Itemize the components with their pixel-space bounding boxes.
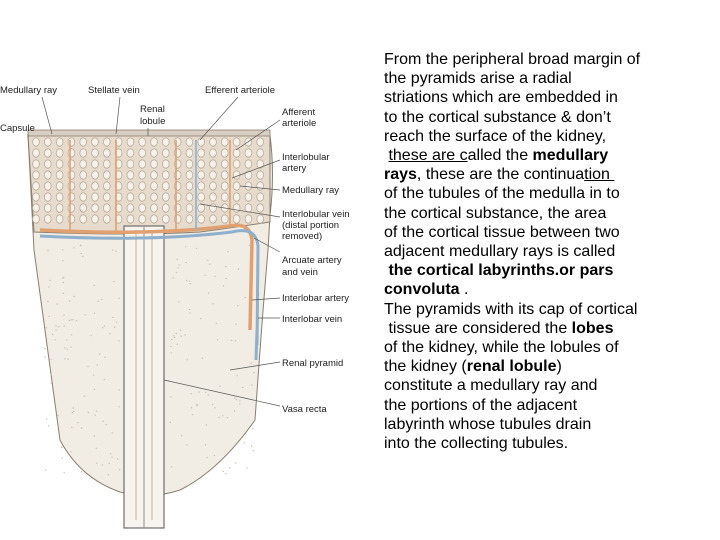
text-line: of the tubules of the medulla in to xyxy=(384,185,620,203)
text-segment-underlined: these are c xyxy=(388,147,468,165)
text-line: these are called the medullary xyxy=(384,146,714,165)
text-segment-underlined: tion xyxy=(584,166,615,184)
text-line: constitute a medullary ray and xyxy=(384,377,598,395)
diagram-labels: Medullary ray Stellate vein Efferent art… xyxy=(0,85,350,415)
text-line: reach the surface of the kidney, xyxy=(384,127,607,145)
text-segment: alled the xyxy=(467,147,533,165)
text-line: the portions of the adjacent xyxy=(384,396,578,414)
text-line: to the cortical substance & don’t xyxy=(384,108,611,126)
text-line: From the peripheral broad margin of xyxy=(384,51,641,68)
term-rays: rays xyxy=(384,166,417,184)
interlobar-vein xyxy=(254,329,259,361)
cortical-tubules xyxy=(32,137,265,224)
label-afferent-2: arteriole xyxy=(282,118,316,129)
label-renal-lobule-2: lobule xyxy=(140,116,165,127)
interlobular-vessels xyxy=(69,140,231,234)
term-renal-lobule: renal lobule xyxy=(466,358,557,376)
text-line: of the kidney, while the lobules of xyxy=(384,339,619,357)
label-renal-pyramid: Renal pyramid xyxy=(282,358,343,369)
text-segment: . xyxy=(459,281,469,299)
text-segment: ) xyxy=(556,358,562,376)
text-segment: tissue are considered the xyxy=(384,319,572,337)
description-text: From the peripheral broad margin of the … xyxy=(384,50,714,453)
text-line: convoluta . xyxy=(384,280,714,299)
label-arcuate-1: Arcuate artery xyxy=(282,255,342,266)
paragraph-medullary-rays: From the peripheral broad margin of the … xyxy=(384,50,714,300)
label-medullary-ray-right: Medullary ray xyxy=(282,185,339,196)
kidney-cortex-diagram: Medullary ray Stellate vein Efferent art… xyxy=(0,85,350,529)
text-line: the kidney (renal lobule) xyxy=(384,357,714,376)
label-vasa-recta: Vasa recta xyxy=(282,404,327,415)
paragraph-lobes: The pyramids with its cap of cortical ti… xyxy=(384,300,714,454)
text-line: the cortical substance, the area xyxy=(384,204,607,222)
label-interlobar-vein: Interlobar vein xyxy=(282,314,342,325)
leader-lines xyxy=(27,96,281,407)
text-line: rays, these are the continuation xyxy=(384,165,714,184)
term-lobes: lobes xyxy=(571,319,614,337)
label-interlobular-vein-2: (distal portion xyxy=(282,220,339,231)
label-interlobar-artery: Interlobar artery xyxy=(282,293,349,304)
label-interlobular-vein-1: Interlobular vein xyxy=(282,209,350,220)
text-line: labyrinth whose tubules drain xyxy=(384,415,592,433)
label-interlobular-artery-2: artery xyxy=(282,163,307,174)
label-efferent-arteriole: Efferent arteriole xyxy=(205,85,275,96)
label-interlobular-artery-1: Interlobular xyxy=(282,152,330,163)
label-renal-lobule-1: Renal xyxy=(140,104,165,115)
text-line: adjacent medullary rays is called xyxy=(384,243,616,261)
label-capsule: Capsule xyxy=(0,123,35,134)
label-afferent-1: Afferent xyxy=(282,107,315,118)
label-medullary-ray-top: Medullary ray xyxy=(0,85,57,96)
text-line: striations which are embedded in xyxy=(384,89,618,107)
text-line: of the cortical tissue between two xyxy=(384,223,620,241)
label-stellate-vein: Stellate vein xyxy=(88,85,140,96)
text-line: into the collecting tubules. xyxy=(384,435,569,453)
term-cortical-labyrinths: the cortical labyrinths.or pars xyxy=(384,262,614,280)
label-arcuate-2: and vein xyxy=(282,267,318,278)
text-line: The pyramids with its cap of cortical xyxy=(384,300,638,318)
text-segment: the kidney ( xyxy=(384,358,467,376)
text-line: the pyramids arise a radial xyxy=(384,70,572,88)
text-line: tissue are considered the lobes xyxy=(384,319,714,338)
label-interlobular-vein-3: removed) xyxy=(282,231,322,242)
term-convoluta: convoluta xyxy=(384,281,460,299)
capsule-band xyxy=(27,129,271,137)
term-medullary: medullary xyxy=(532,147,609,165)
medulla-texture xyxy=(44,244,255,476)
text-segment: , these are the continua xyxy=(416,166,585,184)
arcuate-vein xyxy=(39,229,260,346)
